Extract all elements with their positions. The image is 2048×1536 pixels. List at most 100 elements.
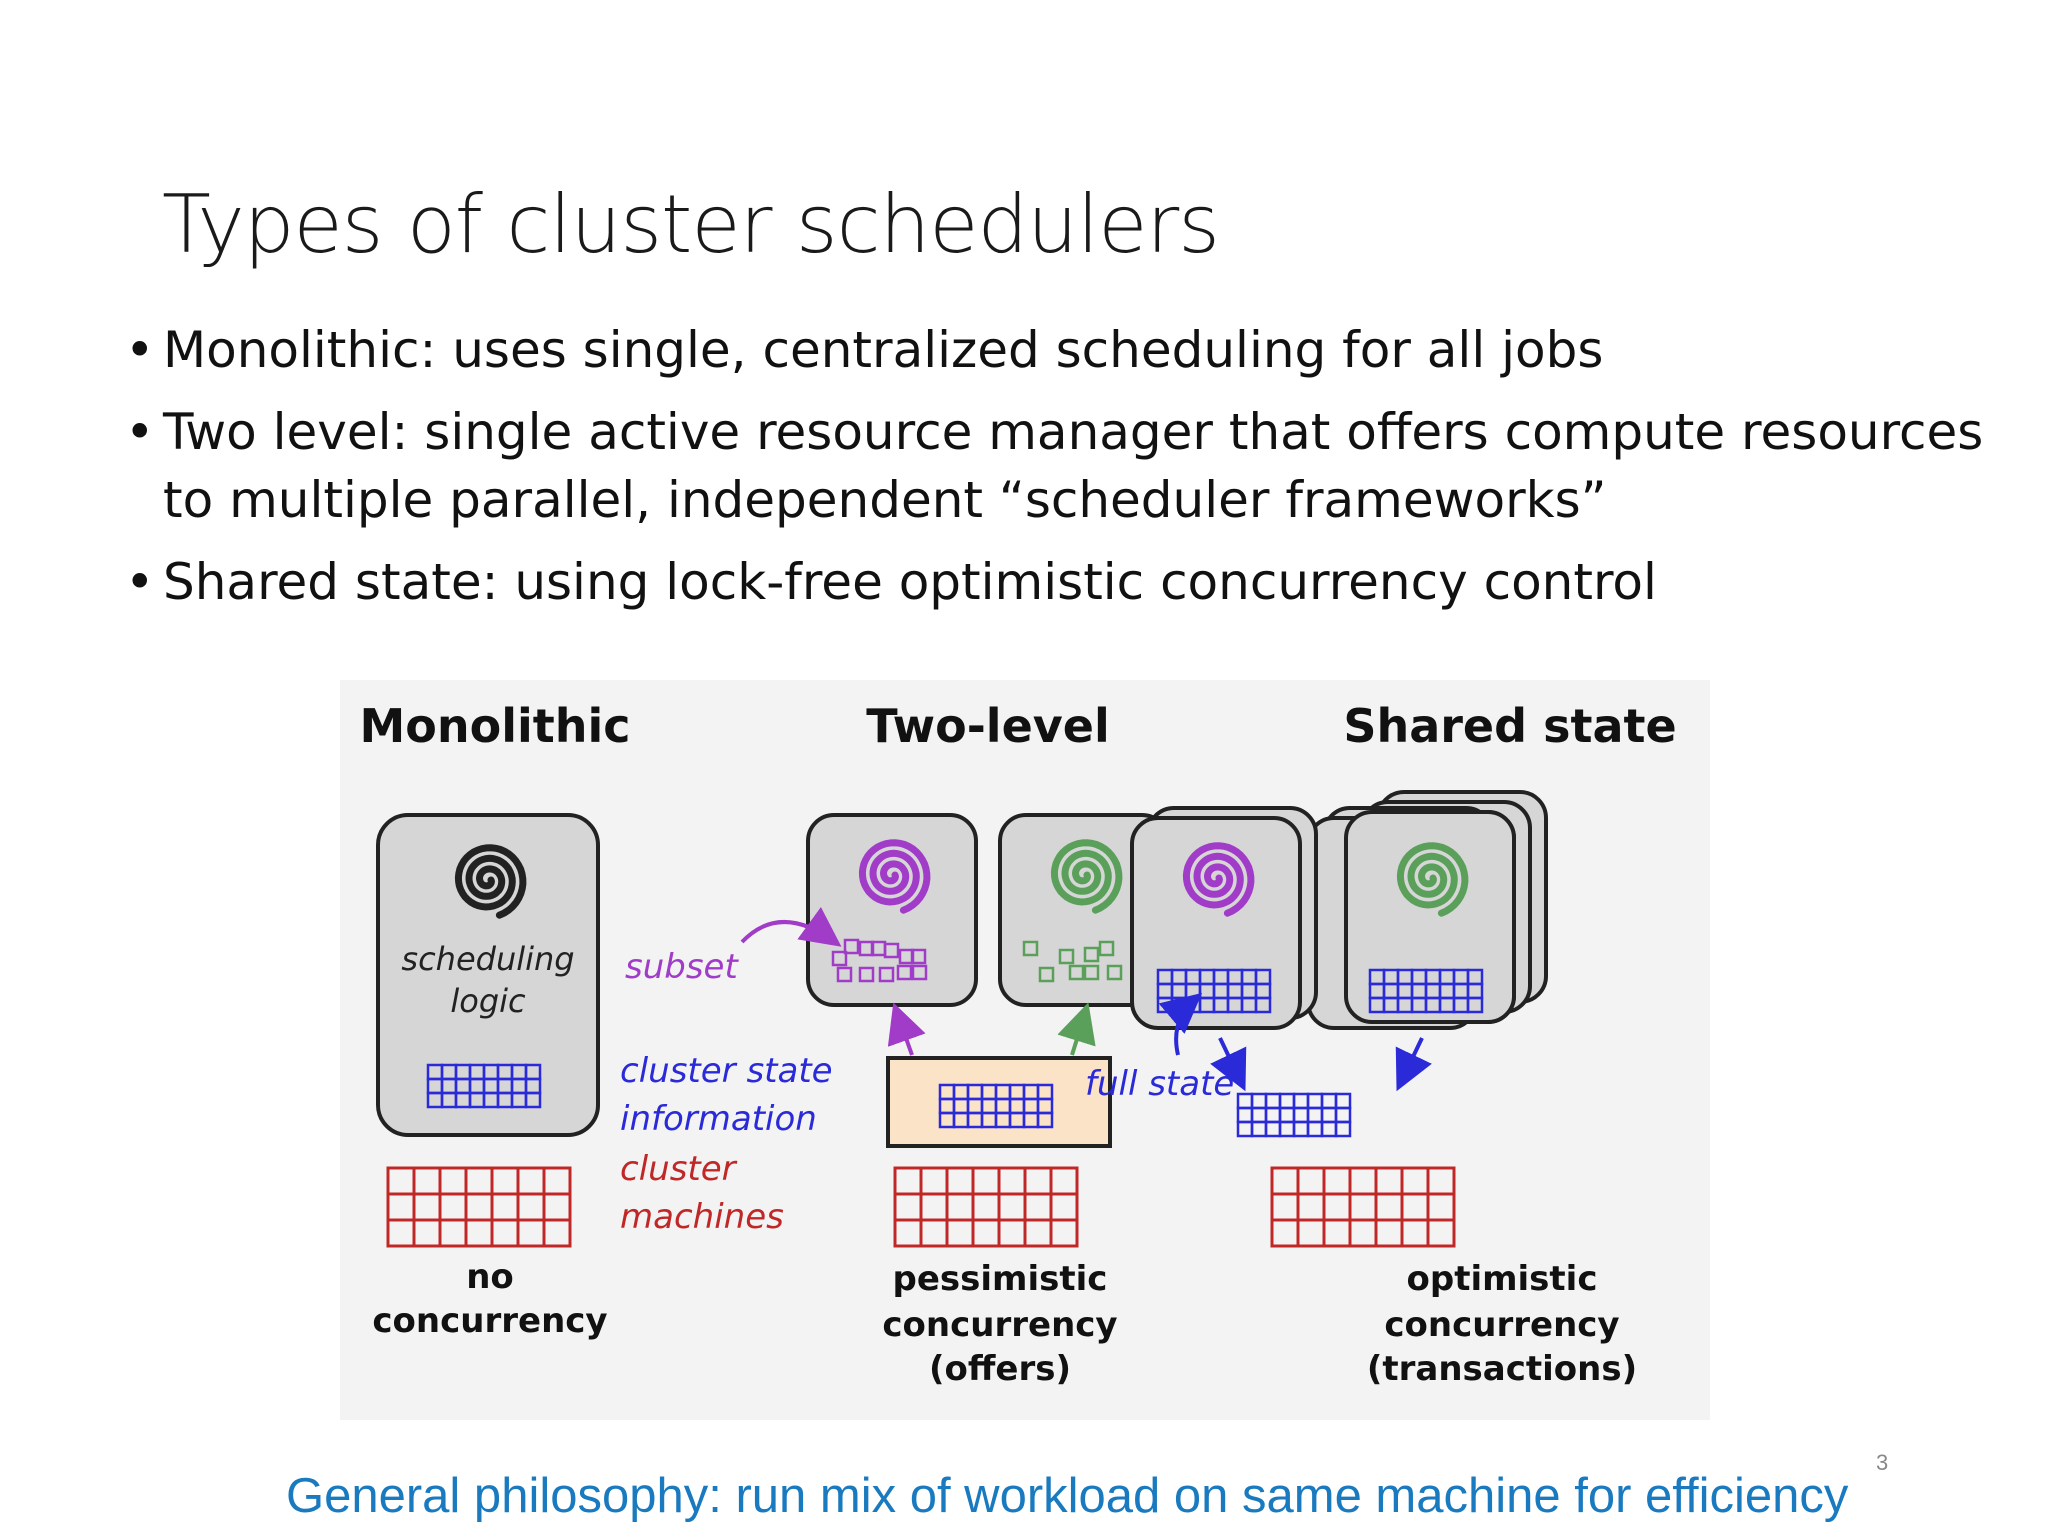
slide-title: Types of cluster schedulers xyxy=(162,178,1220,271)
grid-cell xyxy=(1278,1092,1296,1110)
grid-cell xyxy=(1270,1166,1300,1196)
grid-cell xyxy=(893,1166,923,1196)
grid-cell xyxy=(1426,1218,1456,1248)
spiral-icon xyxy=(1396,842,1469,917)
full-state-arrow xyxy=(1158,992,1203,1056)
spiral-stroke xyxy=(1050,839,1123,914)
grid-cell xyxy=(971,1192,1001,1222)
grid-cell xyxy=(412,1166,442,1196)
grid-cell xyxy=(1348,1218,1378,1248)
grid-cell xyxy=(412,1218,442,1248)
subset-cell xyxy=(858,966,875,983)
scheduling-logic-label: scheduling xyxy=(401,940,574,978)
grid-cell xyxy=(1296,1218,1326,1248)
subset-cell xyxy=(1106,964,1123,981)
grid-cell xyxy=(1400,1192,1430,1222)
bullet-item-two-level: • Two level: single active resource mana… xyxy=(125,398,1985,534)
subset-cell xyxy=(896,964,913,981)
grid-cell xyxy=(464,1166,494,1196)
cluster-state-grid xyxy=(938,1083,1054,1129)
subset-cell xyxy=(1083,964,1100,981)
commit-arrow xyxy=(1395,1037,1432,1092)
subset-cells xyxy=(831,938,928,983)
shared-state-grid xyxy=(1236,1092,1352,1138)
grid-cell xyxy=(1264,1120,1282,1138)
grid-cell xyxy=(524,1091,542,1109)
cluster-machines-grid xyxy=(893,1166,1079,1248)
cluster-state-label: information xyxy=(620,1099,817,1139)
grid-cell xyxy=(1036,1111,1054,1129)
grid-cell xyxy=(1374,1192,1404,1222)
grid-cell xyxy=(919,1166,949,1196)
footer-note: General philosophy: run mix of workload … xyxy=(286,1469,1849,1523)
subset-cell xyxy=(910,948,927,965)
grid-cell xyxy=(1049,1218,1079,1248)
grid-cell xyxy=(1023,1166,1053,1196)
spiral-stroke xyxy=(1396,842,1469,917)
caption-shared-state: (transactions) xyxy=(1367,1349,1637,1389)
grid-cell xyxy=(464,1218,494,1248)
subset-cell xyxy=(836,966,853,983)
grid-cell xyxy=(1278,1120,1296,1138)
commit-arrow xyxy=(1210,1037,1247,1092)
grid-cell xyxy=(1292,1120,1310,1138)
grid-cell xyxy=(945,1192,975,1222)
grid-cell xyxy=(997,1192,1027,1222)
grid-cell xyxy=(464,1192,494,1222)
grid-cell xyxy=(1296,1166,1326,1196)
subset-arrow xyxy=(740,907,842,947)
cluster-machines-grid xyxy=(1270,1166,1456,1248)
grid-cell xyxy=(1348,1192,1378,1222)
grid-cell xyxy=(1320,1120,1338,1138)
grid-cell xyxy=(971,1218,1001,1248)
grid-cell xyxy=(386,1166,416,1196)
grid-cell xyxy=(1322,1192,1352,1222)
grid-cell xyxy=(1320,1106,1338,1124)
subset-cell xyxy=(1068,964,1085,981)
subset-cell xyxy=(1022,940,1039,957)
spiral-stroke xyxy=(858,839,931,914)
grid-cell xyxy=(1306,1092,1324,1110)
subset-cell xyxy=(1083,946,1100,963)
spiral-stroke xyxy=(454,844,527,919)
grid-cell xyxy=(1348,1166,1378,1196)
grid-cell xyxy=(1270,1192,1300,1222)
subset-cell xyxy=(911,964,928,981)
grid-cell xyxy=(1400,1218,1430,1248)
scheduler-box xyxy=(1130,816,1302,1030)
subset-cell xyxy=(883,942,900,959)
grid-cell xyxy=(945,1218,975,1248)
grid-cell xyxy=(1306,1120,1324,1138)
subset-cell xyxy=(1098,940,1115,957)
grid-cell xyxy=(438,1192,468,1222)
grid-cell xyxy=(490,1218,520,1248)
grid-cell xyxy=(893,1192,923,1222)
grid-cell xyxy=(386,1192,416,1222)
grid-cell xyxy=(1250,1106,1268,1124)
grid-cell xyxy=(1374,1166,1404,1196)
bullet-text: Monolithic: uses single, centralized sch… xyxy=(163,321,1604,379)
grid-cell xyxy=(1296,1192,1326,1222)
spiral-icon xyxy=(454,844,527,919)
grid-cell xyxy=(516,1166,546,1196)
grid-cell xyxy=(1334,1120,1352,1138)
bullet-marker: • xyxy=(125,403,155,461)
scheduler-types-diagram: Monolithic Two-level Shared state schedu… xyxy=(340,680,1710,1420)
subset-cell xyxy=(843,938,860,955)
scheduler-box xyxy=(376,813,600,1137)
spiral-icon xyxy=(858,839,931,914)
grid-cell xyxy=(1049,1192,1079,1222)
cluster-machines-label: cluster xyxy=(620,1149,738,1189)
grid-cell xyxy=(919,1218,949,1248)
grid-cell xyxy=(1334,1092,1352,1110)
grid-cell xyxy=(1322,1166,1352,1196)
grid-cell xyxy=(1270,1218,1300,1248)
subset-label: subset xyxy=(625,947,739,987)
grid-cell xyxy=(542,1166,572,1196)
grid-cell xyxy=(516,1218,546,1248)
subset-cell xyxy=(1038,966,1055,983)
grid-cell xyxy=(1250,1092,1268,1110)
offer-arrow xyxy=(887,1002,926,1056)
grid-cell xyxy=(971,1166,1001,1196)
full-state-grid xyxy=(1368,968,1484,1014)
